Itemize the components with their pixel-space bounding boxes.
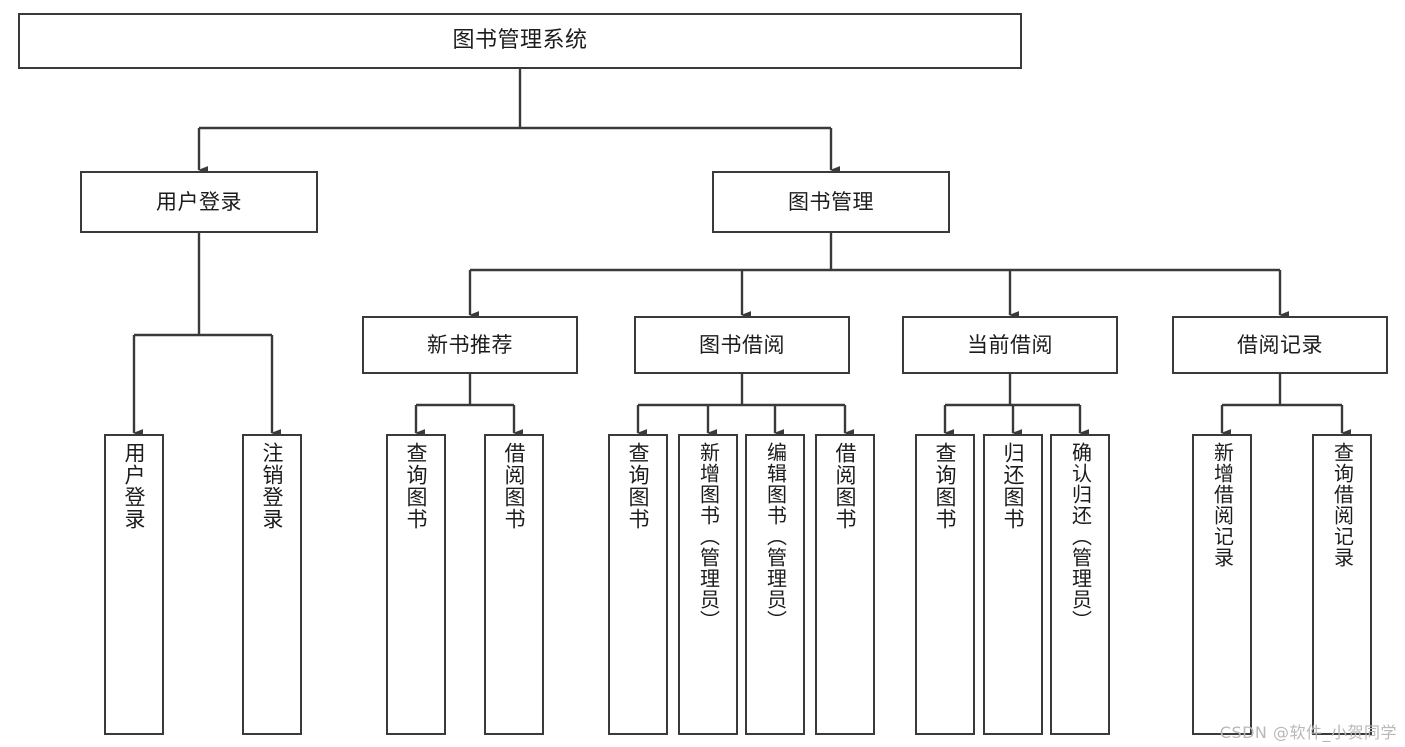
node-label-leaf-query-1: 查询图书	[404, 442, 429, 530]
node-current-borrow[interactable]: 当前借阅	[902, 316, 1118, 374]
node-user-login[interactable]: 用户登录	[80, 171, 318, 233]
node-label-leaf-query-2: 查询图书	[626, 442, 651, 530]
node-label-current-borrow: 当前借阅	[967, 332, 1053, 357]
node-label-leaf-borrow-2: 借阅图书	[833, 442, 858, 530]
node-leaf-add-book[interactable]: 新增图书（管理员）	[678, 434, 738, 735]
node-borrow-records[interactable]: 借阅记录	[1172, 316, 1388, 374]
node-label-user-login: 用户登录	[156, 189, 242, 214]
node-label-book-borrow: 图书借阅	[699, 332, 785, 357]
node-label-leaf-confirm: 确认归还（管理员）	[1068, 442, 1093, 631]
node-label-leaf-add-book: 新增图书（管理员）	[696, 442, 721, 631]
node-leaf-query-rec[interactable]: 查询借阅记录	[1312, 434, 1372, 735]
node-root[interactable]: 图书管理系统	[18, 13, 1022, 69]
node-label-leaf-query-rec: 查询借阅记录	[1330, 442, 1355, 568]
node-new-book-rec[interactable]: 新书推荐	[362, 316, 578, 374]
node-book-borrow[interactable]: 图书借阅	[634, 316, 850, 374]
node-label-leaf-edit-book: 编辑图书（管理员）	[763, 442, 788, 631]
node-leaf-query-2[interactable]: 查询图书	[608, 434, 668, 735]
node-leaf-borrow-2[interactable]: 借阅图书	[815, 434, 875, 735]
connector-lines	[132, 69, 1351, 437]
node-label-leaf-return: 归还图书	[1001, 442, 1026, 530]
node-label-leaf-logout: 注销登录	[260, 442, 285, 530]
node-leaf-edit-book[interactable]: 编辑图书（管理员）	[745, 434, 805, 735]
node-leaf-return[interactable]: 归还图书	[983, 434, 1043, 735]
node-label-leaf-query-3: 查询图书	[933, 442, 958, 530]
node-label-leaf-add-rec: 新增借阅记录	[1210, 442, 1235, 568]
node-leaf-add-rec[interactable]: 新增借阅记录	[1192, 434, 1252, 735]
node-leaf-confirm[interactable]: 确认归还（管理员）	[1050, 434, 1110, 735]
watermark-label: CSDN @软件_小贺同学	[1219, 723, 1397, 742]
node-leaf-query-1[interactable]: 查询图书	[386, 434, 446, 735]
node-label-new-book-rec: 新书推荐	[427, 332, 513, 357]
node-label-book-mgmt: 图书管理	[788, 189, 874, 214]
node-label-leaf-borrow-1: 借阅图书	[502, 442, 527, 530]
node-book-mgmt[interactable]: 图书管理	[712, 171, 950, 233]
node-leaf-query-3[interactable]: 查询图书	[915, 434, 975, 735]
node-leaf-borrow-1[interactable]: 借阅图书	[484, 434, 544, 735]
node-label-borrow-records: 借阅记录	[1237, 332, 1323, 357]
node-label-root: 图书管理系统	[452, 28, 588, 54]
node-leaf-logout[interactable]: 注销登录	[242, 434, 302, 735]
node-leaf-user-login[interactable]: 用户登录	[104, 434, 164, 735]
node-label-leaf-user-login: 用户登录	[122, 442, 147, 530]
